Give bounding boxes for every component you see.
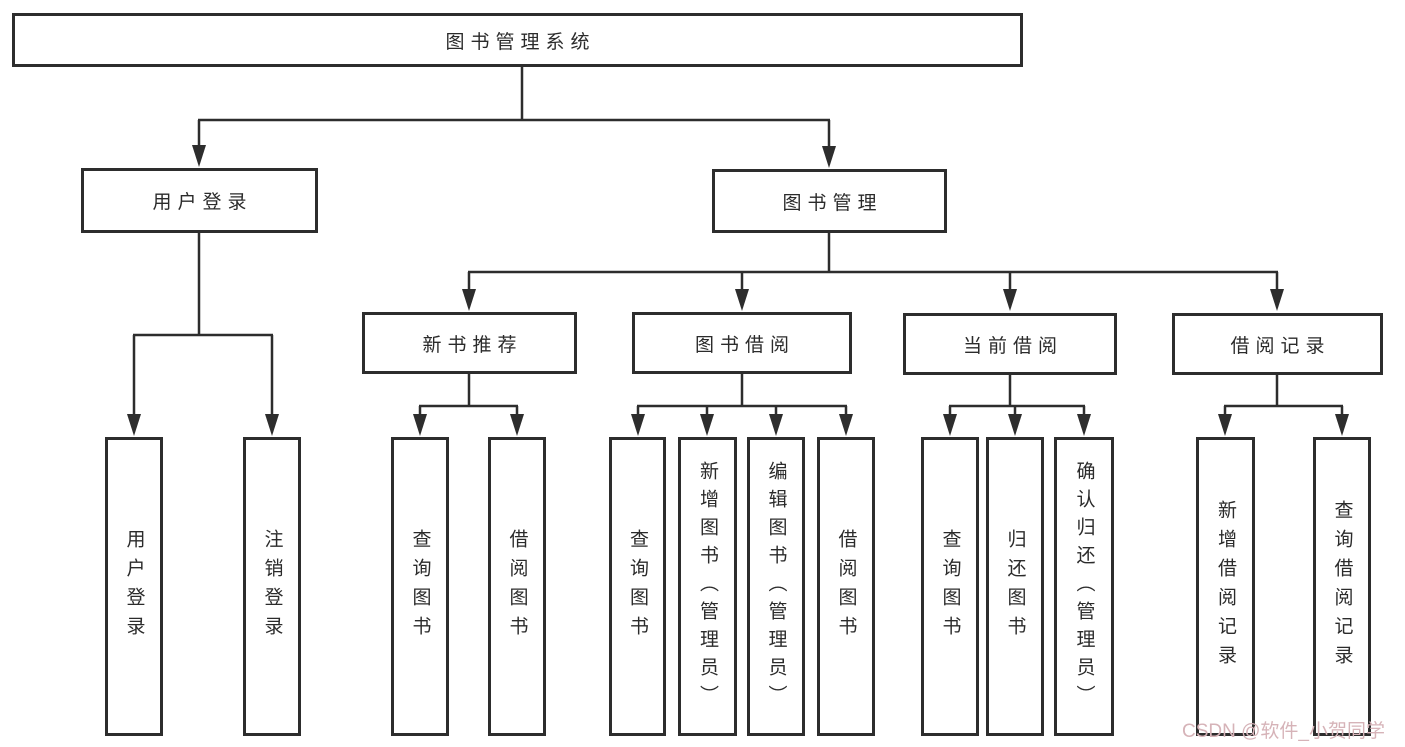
leaf-borrow-query-books: 查询图书 xyxy=(609,437,666,736)
leaf-rec-query-books-label: 查询图书 xyxy=(409,528,431,645)
leaf-cur-confirm-return-admin-label: 确认归还（管理员） xyxy=(1073,460,1095,713)
leaf-query-borrow-record-label: 查询借阅记录 xyxy=(1331,499,1353,674)
leaf-cur-return-books: 归还图书 xyxy=(986,437,1044,736)
leaf-rec-borrow-books: 借阅图书 xyxy=(488,437,546,736)
node-borrowing-records: 借阅记录 xyxy=(1172,313,1383,375)
node-user-login-label: 用户登录 xyxy=(152,192,253,213)
leaf-add-borrow-record: 新增借阅记录 xyxy=(1196,437,1255,736)
node-root-system-label: 图书管理系统 xyxy=(445,31,596,53)
leaf-borrow-borrow-books-label: 借阅图书 xyxy=(835,528,857,645)
leaf-cur-query-books: 查询图书 xyxy=(921,437,979,736)
leaf-borrow-edit-books-admin-label: 编辑图书（管理员） xyxy=(765,460,787,713)
node-new-book-recommend: 新书推荐 xyxy=(362,312,577,374)
leaf-borrow-add-books-admin-label: 新增图书（管理员） xyxy=(697,460,718,713)
node-new-book-recommend-label: 新书推荐 xyxy=(422,334,523,356)
leaf-user-login-label: 用户登录 xyxy=(123,528,145,645)
leaf-cur-return-books-label: 归还图书 xyxy=(1004,528,1026,645)
leaf-logout-label: 注销登录 xyxy=(261,528,283,645)
leaf-cur-query-books-label: 查询图书 xyxy=(939,528,961,645)
leaf-query-borrow-record: 查询借阅记录 xyxy=(1313,437,1371,736)
leaf-cur-confirm-return-admin: 确认归还（管理员） xyxy=(1054,437,1114,736)
leaf-borrow-borrow-books: 借阅图书 xyxy=(817,437,875,736)
node-book-borrowing-label: 图书借阅 xyxy=(694,334,795,356)
node-book-borrowing: 图书借阅 xyxy=(632,312,852,374)
node-book-management-label: 图书管理 xyxy=(782,192,883,214)
node-borrowing-records-label: 借阅记录 xyxy=(1230,335,1331,357)
leaf-add-borrow-record-label: 新增借阅记录 xyxy=(1215,499,1236,674)
leaf-rec-borrow-books-label: 借阅图书 xyxy=(506,528,528,645)
node-user-login: 用户登录 xyxy=(81,168,318,233)
leaf-logout: 注销登录 xyxy=(243,437,301,736)
leaf-borrow-edit-books-admin: 编辑图书（管理员） xyxy=(747,437,805,736)
leaf-user-login: 用户登录 xyxy=(105,437,163,736)
node-book-management: 图书管理 xyxy=(712,169,947,233)
node-current-borrowing: 当前借阅 xyxy=(903,313,1117,375)
node-root-system: 图书管理系统 xyxy=(12,13,1023,67)
leaf-rec-query-books: 查询图书 xyxy=(391,437,449,736)
leaf-borrow-add-books-admin: 新增图书（管理员） xyxy=(678,437,737,736)
node-current-borrowing-label: 当前借阅 xyxy=(962,335,1063,357)
arrowheads xyxy=(127,145,1349,436)
leaf-borrow-query-books-label: 查询图书 xyxy=(627,528,648,645)
csdn-watermark: CSDN @软件_小贺同学 xyxy=(1182,721,1385,742)
